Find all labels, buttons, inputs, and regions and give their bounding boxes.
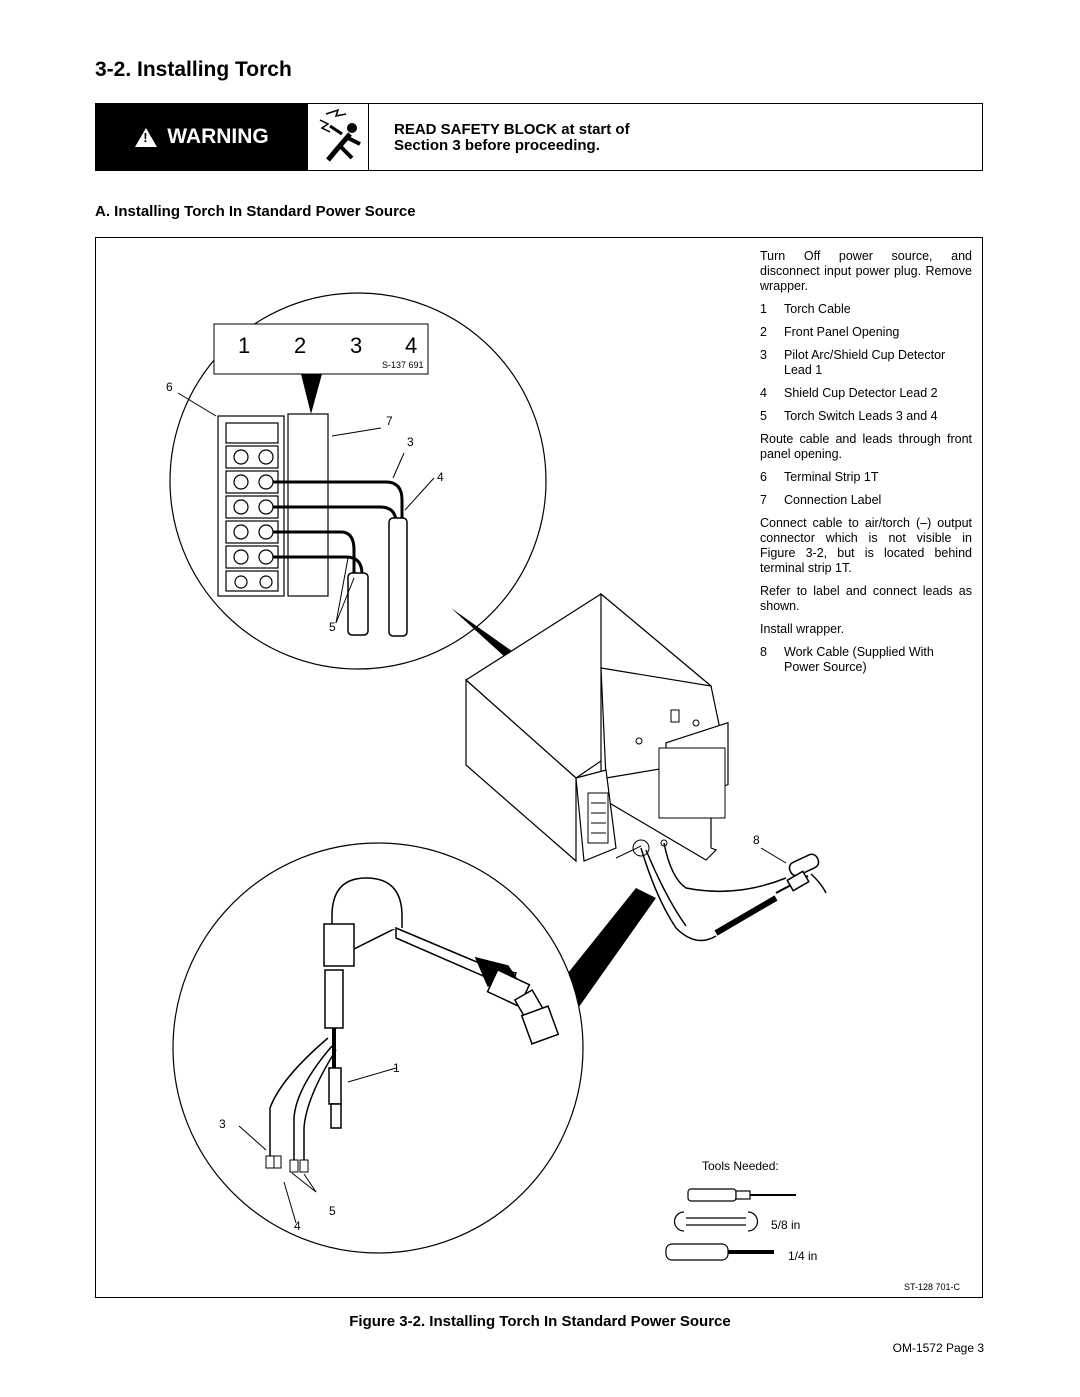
instruction-refer: Refer to label and connect leads as show… (760, 584, 972, 613)
figure-frame: 1 2 3 4 S-137 691 6 7 3 4 5 8 2 1 3 5 4 … (95, 237, 983, 1298)
tool-wrench (673, 1211, 759, 1232)
tool-nut-driver (665, 1243, 774, 1261)
callout-5-top: 5 (329, 620, 336, 634)
instruction-intro: Turn Off power source, and disconnect in… (760, 249, 972, 293)
terminal-number-4: 4 (405, 333, 418, 358)
callout-8: 8 (753, 833, 760, 847)
terminal-number-box (213, 323, 429, 375)
callout-7: 7 (386, 414, 393, 428)
figure-caption: Figure 3-2. Installing Torch In Standard… (349, 1313, 731, 1330)
callout-4-bottom: 4 (294, 1219, 301, 1233)
terminal-strip (217, 413, 329, 597)
label-pointer (301, 374, 322, 414)
callout-4-top: 4 (437, 470, 444, 484)
callout-5-bottom: 5 (329, 1204, 336, 1218)
callout-6: 6 (166, 380, 173, 394)
section-title: 3-2. Installing Torch (95, 58, 292, 81)
warning-line-2: Section 3 before proceeding. (394, 137, 600, 154)
torch-leads (269, 969, 344, 1163)
torch-detail-circle (172, 842, 584, 1254)
warning-divider (368, 104, 369, 170)
callout-2: 2 (620, 914, 627, 928)
warning-block: WARNING READ SAFETY BLOCK at start of Se… (95, 103, 983, 171)
installation-diagram (169, 292, 827, 1261)
warning-text: READ SAFETY BLOCK at start of Section 3 … (394, 122, 630, 154)
inside-terminal-view (587, 792, 609, 844)
warning-label-text: WARNING (167, 125, 269, 148)
warning-triangle-icon (135, 127, 158, 147)
warning-label: WARNING (96, 104, 308, 170)
electric-shock-icon (319, 108, 361, 162)
instruction-column: Turn Off power source, and disconnect in… (760, 249, 972, 683)
wrench-size-label: 5/8 in (771, 1218, 801, 1232)
terminal-ref-label: S-137 691 (382, 360, 424, 370)
terminal-number-2: 2 (294, 333, 307, 358)
lead-sleeves (347, 517, 408, 637)
instruction-route: Route cable and leads through front pane… (760, 432, 972, 461)
terminal-number-3: 3 (350, 333, 363, 358)
callout-3-bottom: 3 (219, 1117, 226, 1131)
unit-cables (640, 842, 827, 942)
tools-needed-label: Tools Needed: (702, 1159, 779, 1173)
nut-driver-size-label: 1/4 in (788, 1249, 818, 1263)
torch-cable (323, 877, 560, 1045)
warning-line-1: READ SAFETY BLOCK at start of (394, 121, 630, 138)
unit-details (632, 709, 726, 857)
instruction-connect: Connect cable to air/torch (–) output co… (760, 516, 972, 575)
figure-ref-label: ST-128 701-C (904, 1282, 961, 1292)
terminal-number-1: 1 (238, 333, 251, 358)
callout-1: 1 (393, 1061, 400, 1075)
tool-screwdriver (687, 1188, 796, 1202)
page-number: OM-1572 Page 3 (892, 1341, 984, 1355)
callout-3-top: 3 (407, 435, 414, 449)
instruction-install: Install wrapper. (760, 622, 845, 636)
subsection-title: A. Installing Torch In Standard Power So… (95, 203, 416, 220)
lead-terminals (265, 1155, 309, 1173)
